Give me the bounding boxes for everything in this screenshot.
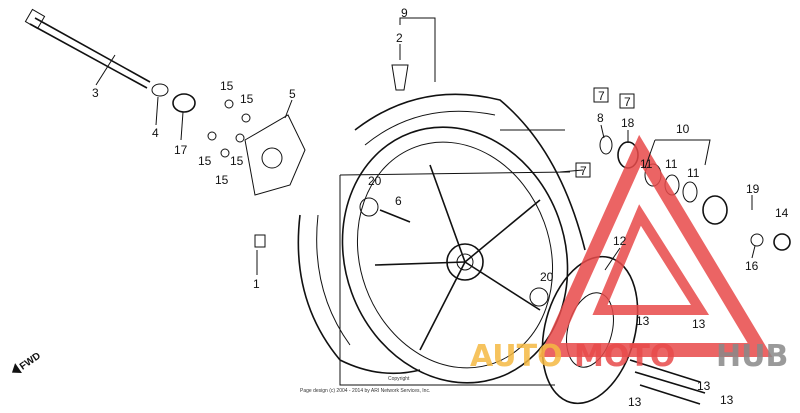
callout-4: 4	[152, 126, 159, 140]
callout-20: 20	[540, 270, 554, 284]
callout-13: 13	[628, 395, 642, 409]
watermark-text-hub: HUB	[716, 339, 788, 374]
tire	[297, 93, 586, 375]
fwd-arrow: FWD	[11, 351, 43, 373]
bearing-20	[359, 197, 549, 307]
callout-3: 3	[92, 86, 99, 100]
callout-13: 13	[636, 314, 650, 328]
copyright-title: Copyright	[388, 376, 410, 382]
watermark-logo	[539, 134, 773, 357]
callout-11: 11	[665, 157, 678, 171]
callout-11: 11	[687, 166, 700, 180]
callout-7: 7	[580, 164, 587, 178]
callout-10: 10	[676, 122, 690, 136]
callout-13: 13	[692, 317, 706, 331]
callout-5: 5	[289, 87, 296, 101]
callout-box-7c	[575, 162, 591, 178]
callout-1: 1	[253, 277, 260, 291]
callout-7: 7	[598, 89, 605, 103]
callout-8: 8	[597, 111, 604, 125]
bolts-13	[629, 359, 706, 405]
callout-13: 13	[720, 393, 734, 407]
clip-1	[254, 234, 266, 248]
valve	[391, 64, 409, 91]
bracket-7	[339, 129, 571, 386]
copyright-text: Page design (c) 2004 - 2014 by ARI Netwo…	[300, 388, 430, 394]
callout-2: 2	[396, 31, 403, 45]
callout-box-7a	[593, 87, 609, 103]
callout-15: 15	[230, 154, 244, 168]
callout-15: 15	[220, 79, 234, 93]
callout-19: 19	[746, 182, 760, 196]
fwd-label: FWD	[18, 351, 43, 373]
callout-18: 18	[621, 116, 635, 130]
callout-16: 16	[745, 259, 759, 273]
callout-15: 15	[240, 92, 254, 106]
callout-15: 15	[198, 154, 212, 168]
callout-12: 12	[613, 234, 627, 248]
axle	[24, 8, 151, 89]
callout-14: 14	[775, 206, 789, 220]
wheel-rim	[341, 126, 569, 384]
callout-17: 17	[174, 143, 188, 157]
callout-15: 15	[215, 173, 229, 187]
spacer-collar	[151, 83, 196, 113]
callout-7: 7	[624, 95, 631, 109]
speedometer-gearbox	[244, 114, 306, 196]
callout-labels: 9 2 3 4 17 15 15 15 15 15 5 20 6 1 7 7 8…	[92, 6, 789, 409]
callout-20: 20	[368, 174, 382, 188]
leader-lines	[95, 17, 756, 275]
callout-13: 13	[697, 379, 711, 393]
callout-6: 6	[395, 194, 402, 208]
watermark-text-auto: AUTO	[470, 339, 563, 374]
callout-11: 11	[640, 157, 653, 171]
callout-9: 9	[401, 6, 408, 20]
watermark-text-moto: MOTO	[574, 339, 675, 374]
nuts-15	[207, 99, 251, 158]
distance-collar-6	[379, 209, 411, 223]
callout-box-7b	[619, 93, 635, 109]
